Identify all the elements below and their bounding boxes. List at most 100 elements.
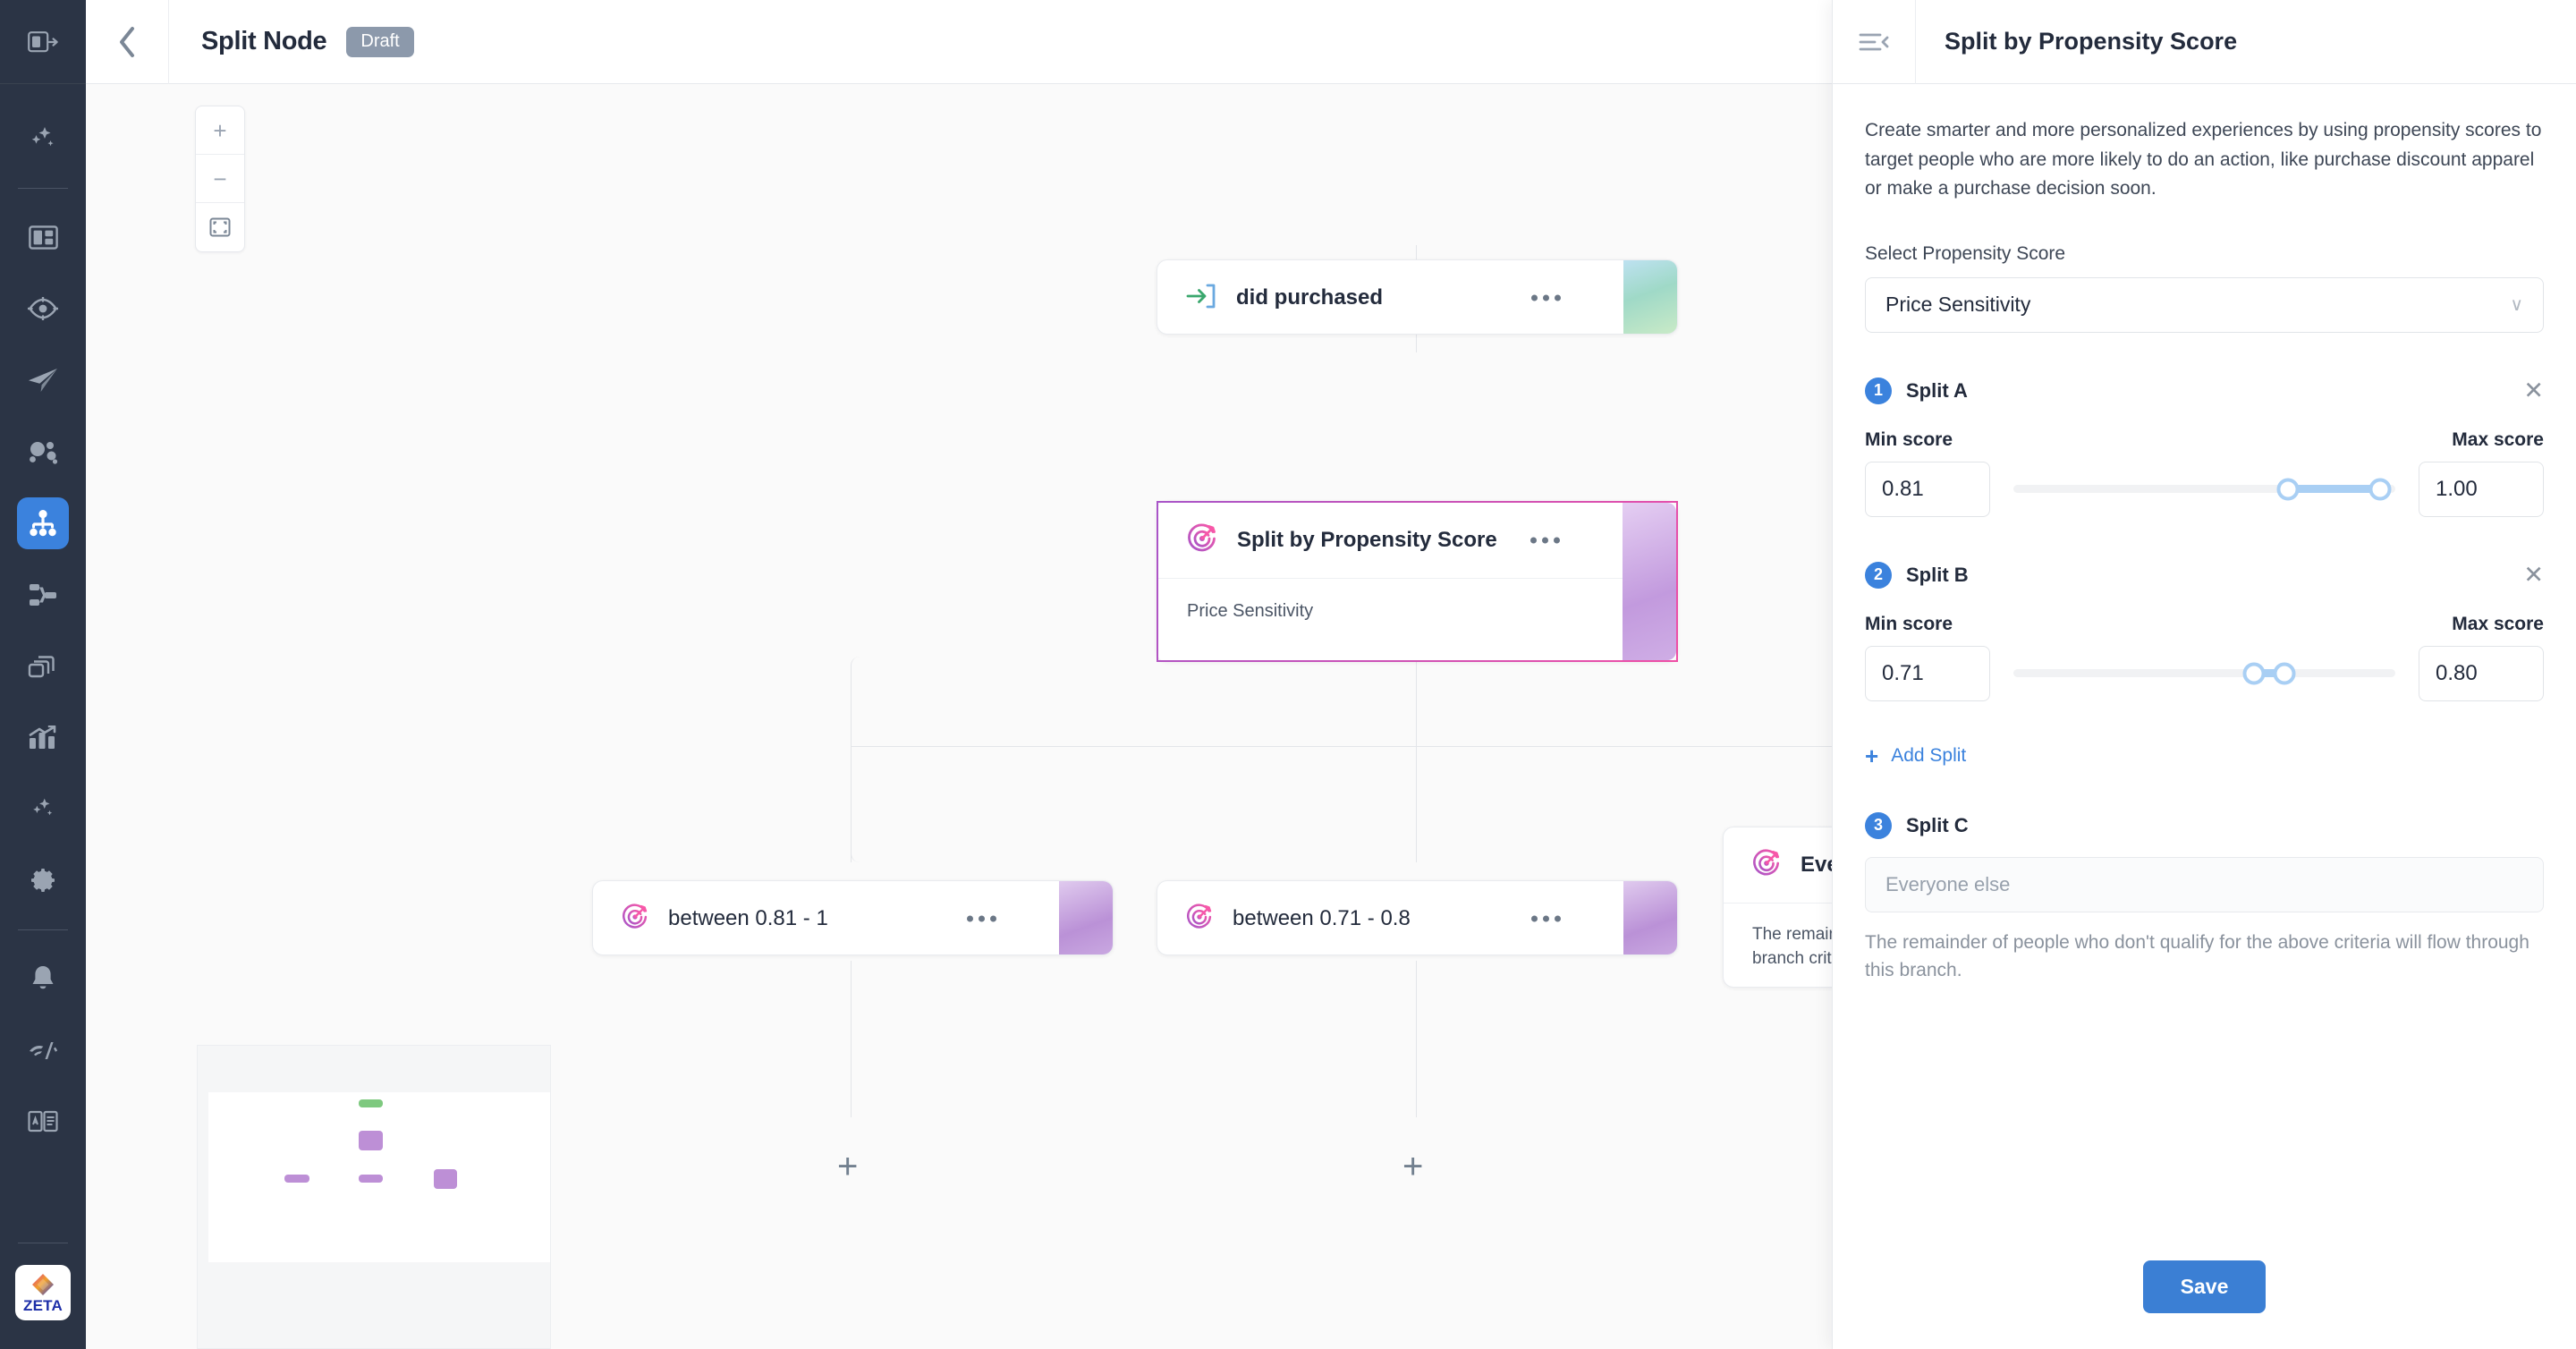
node-menu-button[interactable]	[1531, 915, 1561, 922]
add-step-button-branch-a[interactable]: +	[837, 1147, 859, 1186]
node-title: between 0.81 - 1	[668, 906, 828, 930]
plus-icon: +	[1865, 742, 1879, 769]
panel-title: Split by Propensity Score	[1945, 28, 2238, 55]
ai-insights-icon[interactable]	[0, 774, 86, 845]
analytics-icon[interactable]	[0, 702, 86, 774]
minimap-node	[359, 1099, 383, 1107]
slider-min-handle[interactable]	[2242, 662, 2266, 685]
docs-book-icon[interactable]	[0, 1086, 86, 1158]
split-c-header: 3 Split C	[1865, 811, 2544, 839]
collapse-panel-icon[interactable]	[1833, 0, 1915, 84]
fit-screen-button[interactable]	[196, 203, 244, 251]
activity-signal-icon[interactable]	[0, 1014, 86, 1086]
sparkle-ai-icon[interactable]	[0, 104, 86, 175]
sidebar-item-journeys[interactable]	[0, 488, 86, 559]
split-b-score-row: 0.71 0.80	[1865, 645, 2544, 701]
split-a-range-slider[interactable]	[2013, 471, 2395, 507]
panel-description: Create smarter and more personalized exp…	[1865, 120, 2542, 199]
target-propensity-icon	[622, 903, 648, 935]
min-score-label: Min score	[1865, 428, 1953, 450]
collapse-sidebar-icon[interactable]	[0, 6, 86, 78]
split-b-header: 2 Split B ✕	[1865, 561, 2544, 589]
remove-split-a-icon[interactable]: ✕	[2523, 377, 2544, 404]
split-a-max-input[interactable]: 1.00	[2419, 461, 2544, 517]
minimap-node	[284, 1175, 309, 1183]
audience-eye-icon[interactable]	[0, 273, 86, 344]
select-propensity-score-label: Select Propensity Score	[1865, 242, 2066, 264]
node-header: did purchased	[1157, 260, 1677, 334]
split-c-everyone-else-field: Everyone else	[1865, 856, 2544, 912]
zeta-logo[interactable]: ZETA	[15, 1265, 71, 1320]
zoom-controls: + −	[195, 106, 245, 252]
split-configuration-panel: Split by Propensity Score Create smarter…	[1832, 0, 2576, 1349]
edge-branch-a-down	[851, 961, 852, 1117]
panel-body: Create smarter and more personalized exp…	[1833, 84, 2576, 1260]
slider-max-handle[interactable]	[2368, 478, 2392, 501]
edge-split-v-down-left	[851, 746, 852, 862]
node-subtitle: Price Sensitivity	[1158, 578, 1676, 647]
slider-track	[2013, 669, 2395, 678]
minimap-viewport	[208, 1092, 550, 1262]
target-propensity-icon	[1752, 848, 1781, 882]
remove-split-b-icon[interactable]: ✕	[2523, 561, 2544, 589]
flows-icon[interactable]	[0, 559, 86, 631]
split-a-score-row: 0.81 1.00	[1865, 461, 2544, 517]
propensity-score-value: Price Sensitivity	[1885, 293, 2031, 317]
rail-divider-1	[18, 188, 68, 189]
node-header: between 0.71 - 0.8	[1157, 881, 1677, 954]
target-propensity-icon	[1187, 522, 1217, 558]
dashboard-icon[interactable]	[0, 201, 86, 273]
send-campaign-icon[interactable]	[0, 344, 86, 416]
node-title: Split by Propensity Score	[1237, 528, 1497, 552]
node-branch-between-071-08[interactable]: between 0.71 - 0.8	[1157, 880, 1678, 955]
add-step-button-branch-b[interactable]: +	[1402, 1147, 1424, 1186]
split-b-name: Split B	[1906, 563, 1969, 586]
segments-icon[interactable]	[0, 416, 86, 488]
page-title: Split Node	[201, 27, 327, 55]
node-split-by-propensity-score[interactable]: Split by Propensity Score Price Sensitiv…	[1157, 501, 1678, 662]
back-button[interactable]	[86, 0, 168, 84]
edge-split-to-branch-b	[1416, 657, 1417, 862]
chevron-down-icon: ∨	[2510, 295, 2523, 316]
journeys-icon	[17, 497, 69, 549]
library-icon[interactable]	[0, 631, 86, 702]
add-split-button[interactable]: + Add Split	[1865, 744, 2544, 768]
panel-header: Split by Propensity Score	[1833, 0, 2576, 84]
split-b-range-slider[interactable]	[2013, 656, 2395, 691]
zoom-in-button[interactable]: +	[196, 106, 244, 155]
node-title: between 0.71 - 0.8	[1233, 906, 1411, 930]
rail-divider-2	[18, 929, 68, 930]
settings-gear-icon[interactable]	[0, 845, 86, 917]
split-a-min-input[interactable]: 0.81	[1865, 461, 1990, 517]
entry-arrow-icon	[1186, 283, 1216, 314]
canvas-minimap[interactable]	[197, 1045, 551, 1349]
node-title: did purchased	[1236, 285, 1384, 310]
node-branch-between-081-1[interactable]: between 0.81 - 1	[592, 880, 1114, 955]
slider-min-handle[interactable]	[2276, 478, 2300, 501]
max-score-label: Max score	[2452, 613, 2544, 634]
minimap-node	[359, 1131, 383, 1150]
propensity-score-select[interactable]: Price Sensitivity ∨	[1865, 276, 2544, 333]
edge-branch-b-down	[1416, 961, 1417, 1117]
zeta-logo-text: ZETA	[23, 1297, 63, 1314]
edge-split-to-branch-a	[851, 657, 1418, 862]
slider-max-handle[interactable]	[2273, 662, 2296, 685]
panel-footer: Save	[1833, 1260, 2576, 1349]
node-menu-button[interactable]	[1530, 537, 1560, 544]
panel-header-divider	[1915, 0, 1916, 84]
split-b-max-input[interactable]: 0.80	[2419, 645, 2544, 701]
split-a-name: Split A	[1906, 378, 1968, 402]
main-area: Split Node Draft + −	[86, 0, 2576, 1349]
node-menu-button[interactable]	[1531, 294, 1561, 301]
edge-split-h-left	[851, 746, 1418, 747]
node-did-purchased[interactable]: did purchased	[1157, 259, 1678, 335]
save-button[interactable]: Save	[2142, 1260, 2267, 1313]
split-b-min-input[interactable]: 0.71	[1865, 645, 1990, 701]
notifications-bell-icon[interactable]	[0, 943, 86, 1014]
node-menu-button[interactable]	[967, 915, 996, 922]
target-propensity-icon	[1186, 903, 1213, 935]
max-score-label: Max score	[2452, 428, 2544, 450]
slider-active-range	[2288, 485, 2380, 494]
zoom-out-button[interactable]: −	[196, 155, 244, 203]
